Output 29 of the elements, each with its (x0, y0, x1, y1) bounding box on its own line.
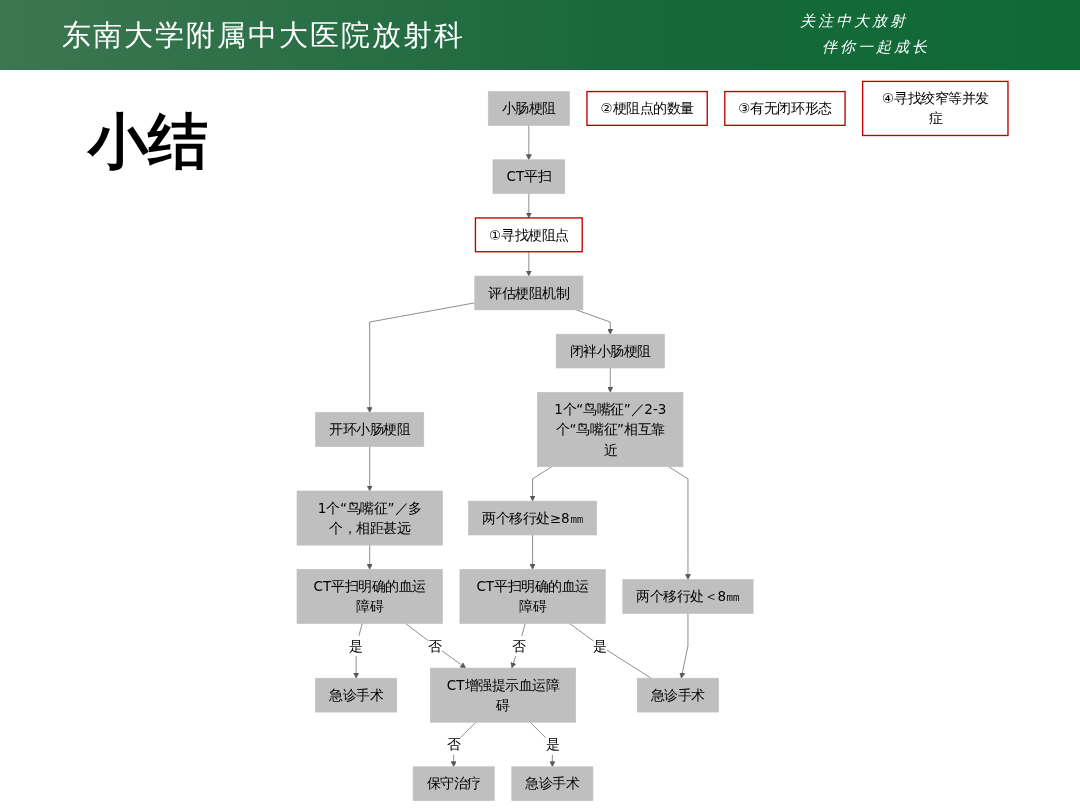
process-box: CT增强提示血运障碍 (430, 667, 576, 723)
slogan-text: 伴你一起成长 (822, 38, 930, 57)
process-box: 两个移行处≥8㎜ (468, 500, 597, 536)
process-box: 急诊手术 (511, 766, 594, 801)
slogan-text: 关注中大放射 (800, 12, 908, 31)
process-box: CT平扫明确的血运障碍 (459, 569, 606, 624)
process-box: 开环小肠梗阻 (315, 412, 425, 447)
process-box: 闭袢小肠梗阻 (555, 333, 665, 369)
connector-line (569, 623, 652, 679)
process-box: 保守治疗 (412, 766, 495, 801)
note-box: ④寻找绞窄等并发症 (861, 80, 1009, 137)
process-box: CT平扫明确的血运障碍 (296, 569, 443, 624)
process-box: 两个移行处＜8㎜ (622, 579, 754, 614)
process-box: 急诊手术 (636, 677, 719, 713)
process-box: 评估梗阻机制 (474, 275, 584, 311)
process-box: 1个“鸟嘴征”／2-3个“鸟嘴征”相互靠近 (537, 392, 684, 468)
note-box: ①寻找梗阻点 (474, 217, 583, 253)
edge-label: 否 (446, 734, 461, 755)
note-box: ②梗阻点的数量 (586, 90, 708, 126)
edge-label: 否 (512, 635, 526, 656)
process-box: 急诊手术 (315, 677, 398, 713)
process-box: CT平扫 (492, 159, 566, 194)
process-box: 小肠梗阻 (487, 91, 570, 126)
edge-label: 是 (349, 635, 363, 656)
edge-label: 是 (545, 734, 560, 755)
process-box: 1个“鸟嘴征”／多个，相距甚远 (296, 490, 443, 546)
header-text: 东南大学附属中大医院放射科 (62, 17, 465, 54)
slide-title: 小结 (88, 108, 208, 174)
note-box: ③有无闭环形态 (724, 90, 846, 126)
